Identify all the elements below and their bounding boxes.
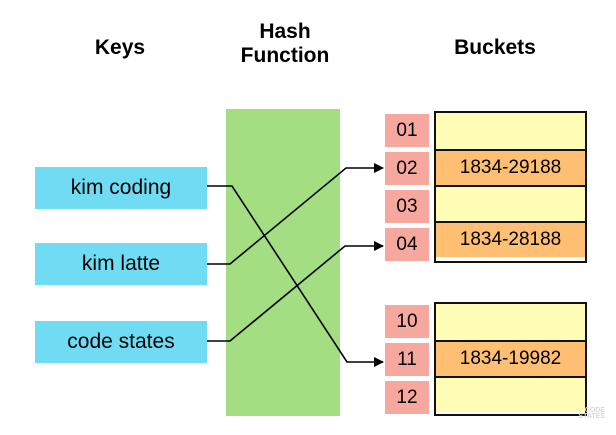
bucket-index-01: 01	[385, 114, 429, 147]
bucket-index-03: 03	[385, 190, 429, 223]
bucket-group-upper: 1834-29188 1834-28188	[434, 111, 587, 263]
key-kim-coding: kim coding	[35, 167, 207, 209]
bucket-cell-03	[436, 185, 585, 221]
bucket-index-12: 12	[385, 381, 429, 414]
arrow-kim-latte-to-02	[207, 163, 384, 265]
bucket-cell-11: 1834-19982	[436, 340, 585, 376]
bucket-index-02: 02	[385, 152, 429, 185]
bucket-group-lower: 1834-19982	[434, 302, 587, 416]
hash-heading-line2: Function	[240, 44, 330, 67]
buckets-heading: Buckets	[454, 36, 536, 59]
hash-function-heading: Hash Function	[226, 20, 344, 68]
bucket-cell-10	[436, 304, 585, 340]
key-code-states: code states	[35, 321, 207, 363]
bucket-index-04: 04	[385, 228, 429, 261]
key-kim-latte: kim latte	[35, 243, 207, 285]
arrow-code-states-to-04	[207, 241, 384, 342]
bucket-cell-04: 1834-28188	[436, 221, 585, 257]
keys-heading: Keys	[94, 36, 146, 59]
bucket-cell-12	[436, 376, 585, 412]
bucket-cell-02: 1834-29188	[436, 149, 585, 185]
watermark-line2: STATES	[578, 413, 605, 420]
hash-function-box	[226, 109, 340, 416]
hash-heading-line1: Hash	[259, 20, 311, 43]
watermark-line1: CODE	[584, 407, 605, 414]
bucket-index-10: 10	[385, 305, 429, 338]
bucket-index-11: 11	[385, 343, 429, 376]
code-states-watermark: CODE STATES	[569, 407, 605, 420]
bucket-cell-01	[436, 113, 585, 149]
arrow-kim-coding-to-11	[207, 185, 384, 367]
